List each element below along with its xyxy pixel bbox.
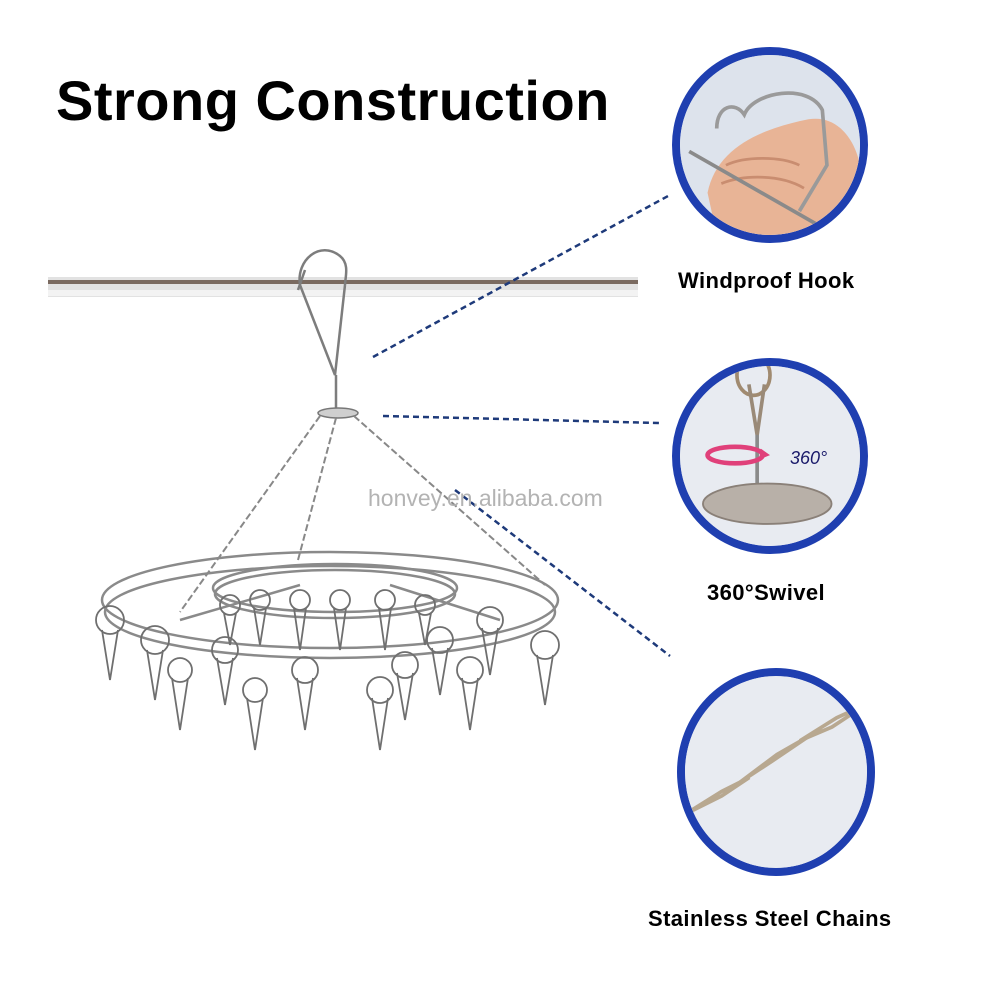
watermark: honvey.en.alibaba.com bbox=[368, 485, 603, 511]
hanger-rings bbox=[100, 550, 560, 660]
chains bbox=[179, 415, 546, 613]
swivel-icon bbox=[680, 366, 860, 546]
leader-line-chains bbox=[454, 489, 671, 657]
swivel-badge: 360° bbox=[672, 358, 868, 554]
feature-caption: 360°Swivel bbox=[707, 580, 825, 605]
clothes-pegs bbox=[95, 589, 560, 751]
feature-caption: Stainless Steel Chains bbox=[648, 906, 892, 931]
rotation-label: 360° bbox=[790, 448, 828, 468]
chain-icon bbox=[685, 676, 867, 868]
page-title: Strong Construction bbox=[56, 69, 610, 132]
feature-caption: Windproof Hook bbox=[678, 268, 855, 293]
hook bbox=[296, 249, 348, 410]
hook-icon bbox=[680, 55, 860, 235]
windproof-hook-badge bbox=[672, 47, 868, 243]
leader-line-swivel bbox=[382, 414, 661, 425]
leader-line-hook bbox=[372, 194, 669, 359]
leader-lines bbox=[372, 194, 671, 657]
chains-badge bbox=[677, 668, 875, 876]
